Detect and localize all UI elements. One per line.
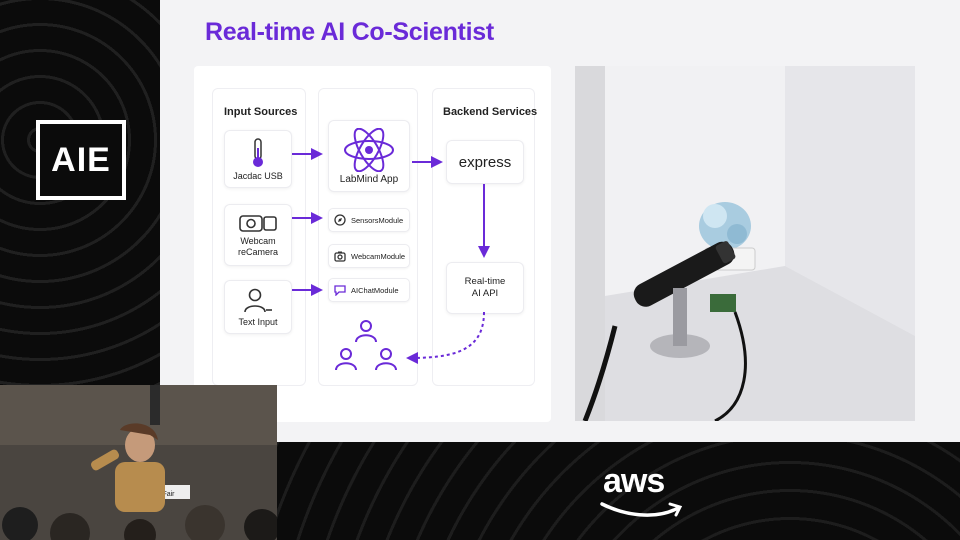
presentation-slide: Real-time AI Co-Scientist Input Sources … [160, 0, 960, 442]
aws-smile-icon [600, 500, 686, 520]
slide-title: Real-time AI Co-Scientist [205, 18, 494, 47]
presenter-scene: s Fair [0, 385, 277, 540]
aws-logo: aws [598, 462, 698, 522]
aie-logo: AIE [36, 120, 126, 200]
microscope-photo [575, 66, 915, 421]
microscope-photo-illustration [575, 66, 915, 421]
aws-logo-text: aws [603, 462, 664, 501]
architecture-diagram: Input Sources Backend Services Jacdac US… [194, 66, 551, 422]
flow-arrows [194, 66, 551, 422]
presenter-webcam: s Fair [0, 385, 277, 540]
aie-logo-text: AIE [51, 141, 111, 180]
